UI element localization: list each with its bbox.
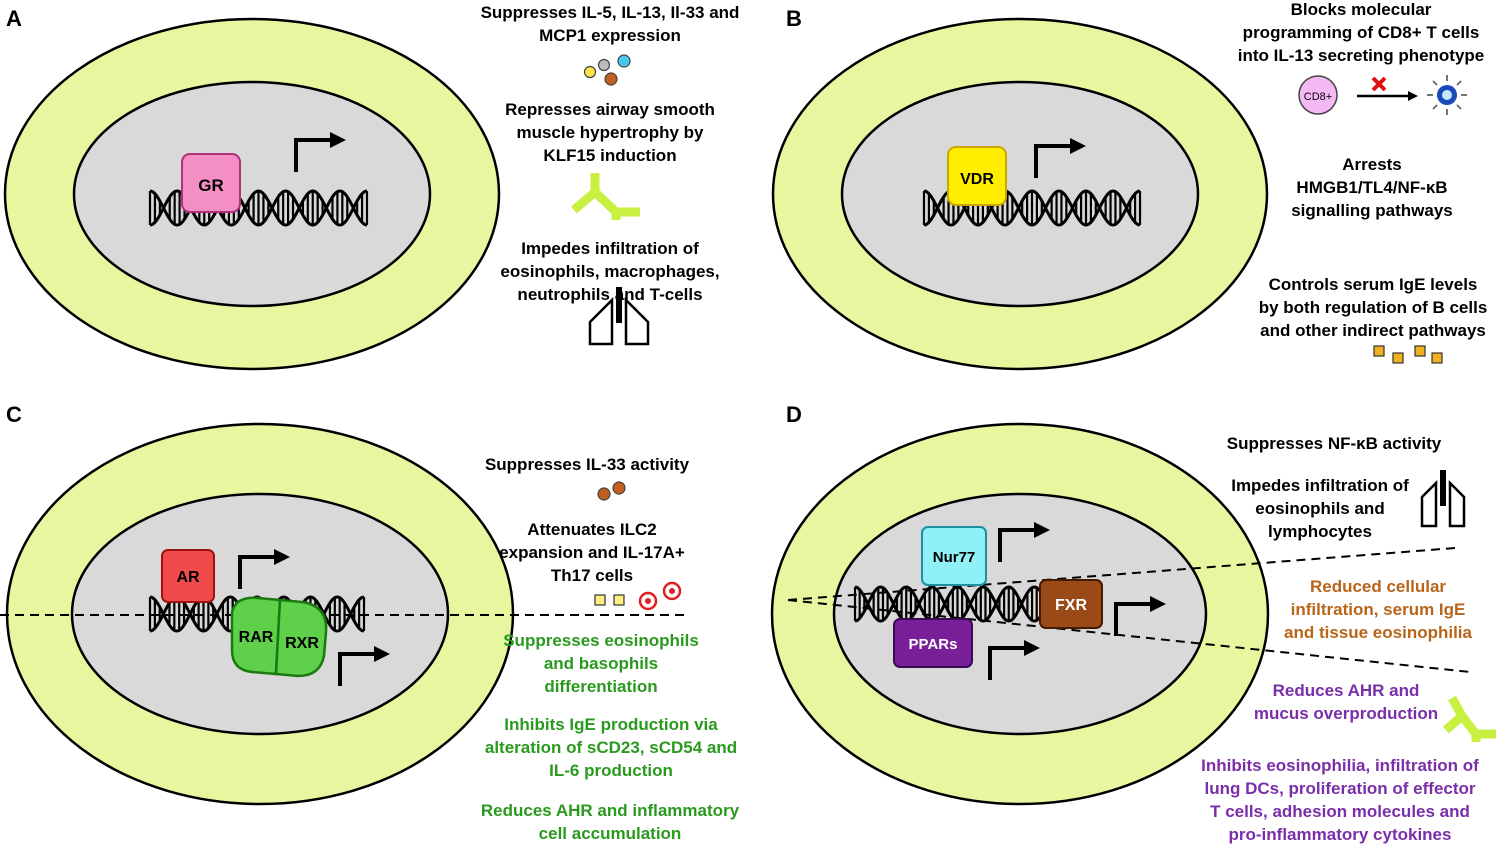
text-line: and basophils xyxy=(543,654,659,673)
panel-c-text-1: Suppresses IL-33 activity xyxy=(485,453,689,476)
text-line: HMGB1/TL4/NF-κB xyxy=(1296,178,1448,197)
panel-a-text-3: Impedes infiltration of eosinophils, macr… xyxy=(500,237,719,306)
text-line: by both regulation of B cells xyxy=(1258,298,1488,317)
text-line: pro-inflammatory cytokines xyxy=(1228,825,1452,844)
text-line: Reduces AHR and xyxy=(1272,681,1420,700)
text-line: mucus overproduction xyxy=(1253,704,1439,723)
rxr-label: RXR xyxy=(285,635,319,652)
ppars-label: PPARs xyxy=(909,636,958,653)
text-line: expansion and IL-17A+ xyxy=(499,543,685,562)
text-line: Inhibits eosinophilia, infiltration of xyxy=(1201,756,1479,775)
text-line: Represses airway smooth xyxy=(505,100,715,119)
il13-secreting-cell-icon xyxy=(1427,75,1467,115)
text-line: alteration of sCD23, sCD54 and xyxy=(484,738,738,757)
text-line: Inhibits IgE production via xyxy=(504,715,718,734)
text-line: eosinophils and xyxy=(1255,499,1385,518)
panel-c-letter: C xyxy=(6,402,22,427)
rar-label: RAR xyxy=(239,629,274,646)
text-line: KLF15 induction xyxy=(543,146,677,165)
panel-d-letter: D xyxy=(786,402,802,427)
nur77-label: Nur77 xyxy=(933,549,976,566)
panel-a-text-2: Represses airway smooth muscle hypertroph… xyxy=(505,98,715,167)
text-line: and other indirect pathways xyxy=(1260,321,1486,340)
panel-b-cell xyxy=(771,17,1269,371)
text-line: Blocks molecular xyxy=(1290,0,1432,19)
panel-c-green-text-3: Reduces AHR and inflammatory cell accumul… xyxy=(481,799,739,845)
text-line: and tissue eosinophilia xyxy=(1284,623,1472,642)
panel-c-green-text-2: Inhibits IgE production via alteration of… xyxy=(485,713,737,782)
panel-d-airway-muscle-icon xyxy=(1443,695,1496,742)
text-line: Suppresses eosinophils xyxy=(503,631,699,650)
ilc2-th17-icon xyxy=(594,581,682,611)
cd8-cell-icon: CD8+ xyxy=(1298,75,1338,115)
text-line: Controls serum IgE levels xyxy=(1268,275,1478,294)
text-line: signalling pathways xyxy=(1291,201,1453,220)
text-line: MCP1 expression xyxy=(539,26,681,45)
ige-squares-icon xyxy=(1373,345,1443,364)
text-line: Impedes infiltration of xyxy=(521,239,699,258)
text-line: into IL-13 secreting phenotype xyxy=(1237,46,1485,65)
text-line: Impedes infiltration of xyxy=(1231,476,1409,495)
text-line: neutrophils and T-cells xyxy=(517,285,703,304)
text-line: muscle hypertrophy by xyxy=(516,123,704,142)
text-line: programming of CD8+ T cells xyxy=(1242,23,1480,42)
panel-b-text-1: Blocks molecular programming of CD8+ T ce… xyxy=(1238,0,1485,67)
panel-b-nucleus xyxy=(840,80,1200,308)
gr-label: GR xyxy=(198,176,224,195)
vdr-receptor: VDR xyxy=(947,146,1007,206)
rar-rxr-receptor: RAR RXR xyxy=(230,596,328,678)
airway-muscle-icon xyxy=(571,173,640,220)
text-line: Reduced cellular xyxy=(1309,577,1447,596)
panel-d-orange-text-1: Reduced cellular infiltration, serum IgE a… xyxy=(1284,575,1472,644)
panel-b-letter: B xyxy=(786,6,802,31)
gr-receptor: GR xyxy=(181,153,241,213)
fxr-label: FXR xyxy=(1055,597,1087,614)
ar-receptor: AR xyxy=(161,549,215,603)
panel-d-lungs-icon xyxy=(1420,470,1466,528)
panel-d-lower-divider-line xyxy=(787,599,1471,673)
il33-icon xyxy=(597,481,626,501)
text-line: cell accumulation xyxy=(538,824,682,843)
nur77-receptor: Nur77 xyxy=(921,526,987,586)
text-line: Th17 cells xyxy=(550,566,634,585)
blocked-arrow-icon xyxy=(1357,76,1418,101)
text-line: differentiation xyxy=(544,677,658,696)
text-line: infiltration, serum IgE xyxy=(1290,600,1466,619)
cd8-label: CD8+ xyxy=(1304,91,1332,103)
panel-d-upper-divider-line xyxy=(787,547,1456,601)
panel-a-cell xyxy=(3,17,501,371)
text-line: Suppresses IL-5, IL-13, Il-33 and xyxy=(480,3,740,22)
text-line: Suppresses IL-33 activity xyxy=(484,455,690,474)
text-line: Suppresses NF-κB activity xyxy=(1226,434,1442,453)
text-line: Attenuates ILC2 xyxy=(527,520,657,539)
text-line: T cells, adhesion molecules and xyxy=(1210,802,1470,821)
ppars-receptor: PPARs xyxy=(893,618,973,668)
text-line: Arrests xyxy=(1342,155,1402,174)
panel-d-cell xyxy=(770,422,1270,806)
vdr-label: VDR xyxy=(960,171,994,188)
panel-c-green-text-1: Suppresses eosinophils and basophils diffe… xyxy=(503,629,699,698)
ar-label: AR xyxy=(176,569,200,586)
cytokines-icon xyxy=(583,54,631,86)
panel-d-purple-text-1: Reduces AHR and mucus overproduction xyxy=(1254,679,1438,725)
panel-a-letter: A xyxy=(6,6,22,31)
panel-d-text-2: Impedes infiltration of eosinophils and ly… xyxy=(1231,474,1409,543)
text-line: Reduces AHR and inflammatory xyxy=(480,801,740,820)
panel-d-purple-text-2: Inhibits eosinophilia, infiltration of lu… xyxy=(1201,754,1479,846)
text-line: lung DCs, proliferation of effector xyxy=(1204,779,1476,798)
fxr-receptor: FXR xyxy=(1039,579,1103,629)
panel-b-text-3: Controls serum IgE levels by both regulat… xyxy=(1259,273,1488,342)
lungs-icon xyxy=(588,287,650,346)
text-line: eosinophils, macrophages, xyxy=(500,262,720,281)
panel-d-text-1: Suppresses NF-κB activity xyxy=(1227,432,1442,455)
panel-c-text-2: Attenuates ILC2 expansion and IL-17A+ Th17… xyxy=(499,518,685,587)
text-line: lymphocytes xyxy=(1268,522,1372,541)
text-line: IL-6 production xyxy=(549,761,673,780)
